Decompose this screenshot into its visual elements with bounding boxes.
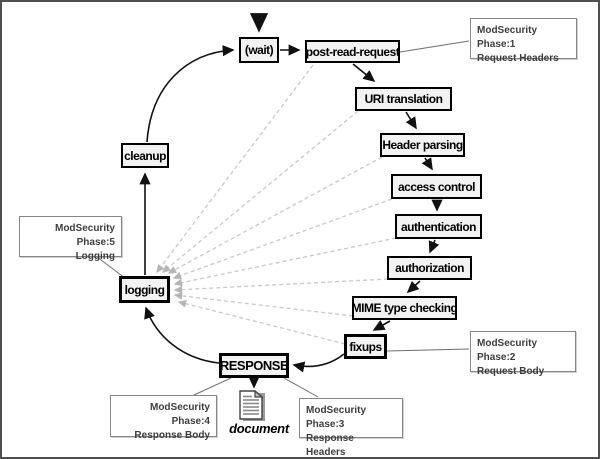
node-response: RESPONSE (219, 353, 289, 378)
document-icon (239, 390, 265, 421)
arrow-fixups-to-response (292, 353, 345, 373)
annotation-phase2-line2: Request Body (477, 366, 545, 377)
line-postread-to-phase1 (399, 40, 470, 53)
annotation-phase5-line1: ModSecurity Phase:5 (54, 223, 115, 248)
dashed-authn-to-logging (173, 237, 397, 287)
arrow-authz-to-mime (406, 280, 421, 294)
node-uri-translation: URI translation (355, 87, 452, 111)
annotation-phase4-line1: ModSecurity Phase:4 (149, 402, 210, 427)
arrow-mime-to-fixups (372, 320, 391, 331)
dashed-fixups-to-logging (177, 299, 346, 345)
annotation-phase1-line2: Request Headers (477, 53, 559, 64)
dashed-access-to-logging (172, 198, 393, 280)
arrow-uri-to-header (405, 111, 417, 130)
node-logging: logging (119, 276, 170, 303)
arrow-authn-to-authz (428, 239, 440, 254)
line-response-to-phase4 (193, 377, 232, 396)
arrow-response-to-logging (144, 306, 220, 364)
arrow-header-to-access (421, 157, 433, 171)
annotation-phase5: ModSecurity Phase:5 Logging (19, 216, 122, 262)
node-post-read-request: post-read-request (305, 40, 400, 63)
node-authentication: authentication (395, 214, 482, 239)
node-cleanup: cleanup (121, 143, 169, 168)
annotation-phase4: ModSecurity Phase:4 Response Body (110, 395, 217, 441)
annotation-phase2-line1: ModSecurity Phase:2 (477, 338, 538, 363)
node-access-control: access control (391, 174, 482, 199)
annotation-phase3: ModSecurity Phase:3 Response Headers (299, 398, 403, 457)
node-mime-type-checking: MIME type checking (352, 296, 458, 320)
annotation-phase4-line2: Response Body (134, 430, 210, 441)
arrow-cleanup-to-wait (146, 45, 235, 143)
dashed-uri-to-logging (161, 110, 359, 273)
annotation-phase2: ModSecurity Phase:2 Request Body (470, 331, 576, 377)
line-response-to-phase3 (283, 377, 319, 398)
node-authorization: authorization (387, 256, 472, 280)
dashed-mime-to-logging (173, 291, 354, 317)
dashed-header-to-logging (167, 156, 383, 274)
arrow-postread-to-uri (352, 63, 376, 83)
annotation-phase3-line2: Response Headers (306, 433, 354, 458)
dashed-authz-to-logging (173, 278, 389, 294)
line-phase5-to-logging (96, 256, 126, 279)
node-wait: (wait) (239, 37, 279, 63)
annotation-phase5-line2: Logging (75, 251, 115, 262)
line-fixups-to-phase2 (386, 348, 470, 352)
document-label: document (229, 421, 289, 436)
annotation-phase1: ModSecurity Phase:1 Request Headers (470, 18, 577, 64)
node-header-parsing: Header parsing (380, 133, 465, 157)
node-fixups: fixups (344, 334, 387, 359)
annotation-phase1-line1: ModSecurity Phase:1 (477, 25, 538, 50)
annotation-phase3-line1: ModSecurity Phase:3 (306, 405, 367, 430)
dashed-postread-to-logging (156, 64, 314, 274)
